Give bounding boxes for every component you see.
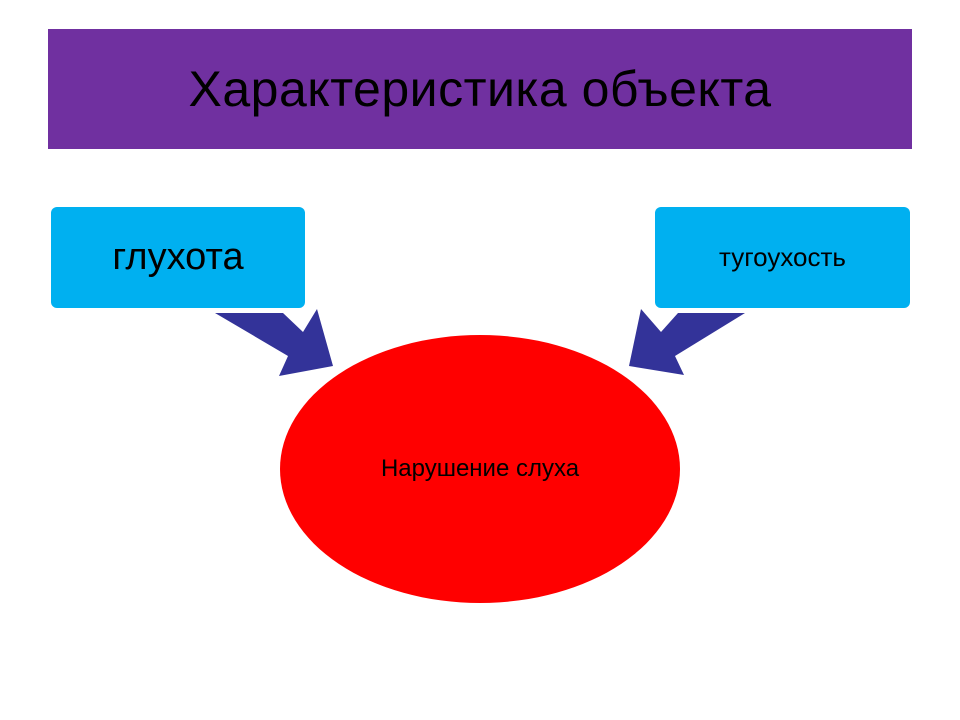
node-hearing-loss: тугоухость <box>655 207 910 308</box>
node-deafness: глухота <box>51 207 305 308</box>
arrow-down-right-icon <box>215 309 333 376</box>
title-bar: Характеристика объекта <box>48 29 912 149</box>
center-ellipse: Нарушение слуха <box>280 335 680 603</box>
node-hearing-loss-label: тугоухость <box>719 242 846 272</box>
node-deafness-label: глухота <box>112 236 244 278</box>
slide-title: Характеристика объекта <box>188 61 772 117</box>
center-ellipse-label: Нарушение слуха <box>380 455 580 482</box>
arrow-down-left-icon <box>629 309 745 375</box>
